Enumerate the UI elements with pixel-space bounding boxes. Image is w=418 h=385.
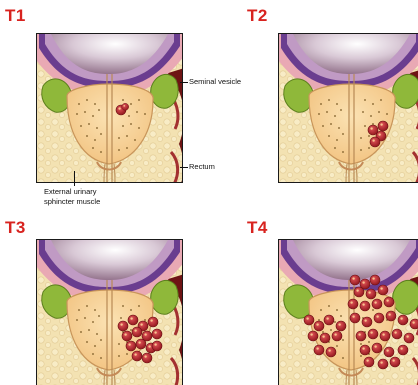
rectum-leader-line <box>180 167 188 168</box>
stage-label-t1: T1 <box>5 6 26 26</box>
seminal-vesicle-label: Seminal vesicle <box>189 77 241 87</box>
stage-label-t2: T2 <box>247 6 268 26</box>
sphincter-leader-line <box>74 171 75 186</box>
stage-t2-illustration <box>278 33 418 183</box>
rectum-label: Rectum <box>189 162 215 172</box>
seminal-vesicle-leader-line <box>180 82 188 83</box>
sphincter-label-line1: External urinary <box>44 187 97 197</box>
stage-t4-illustration <box>278 239 418 385</box>
stage-label-t4: T4 <box>247 218 268 238</box>
sphincter-label-line2: sphincter muscle <box>44 197 100 207</box>
stage-t3-illustration <box>36 239 183 385</box>
stage-t1-illustration <box>36 33 183 183</box>
stage-label-t3: T3 <box>5 218 26 238</box>
